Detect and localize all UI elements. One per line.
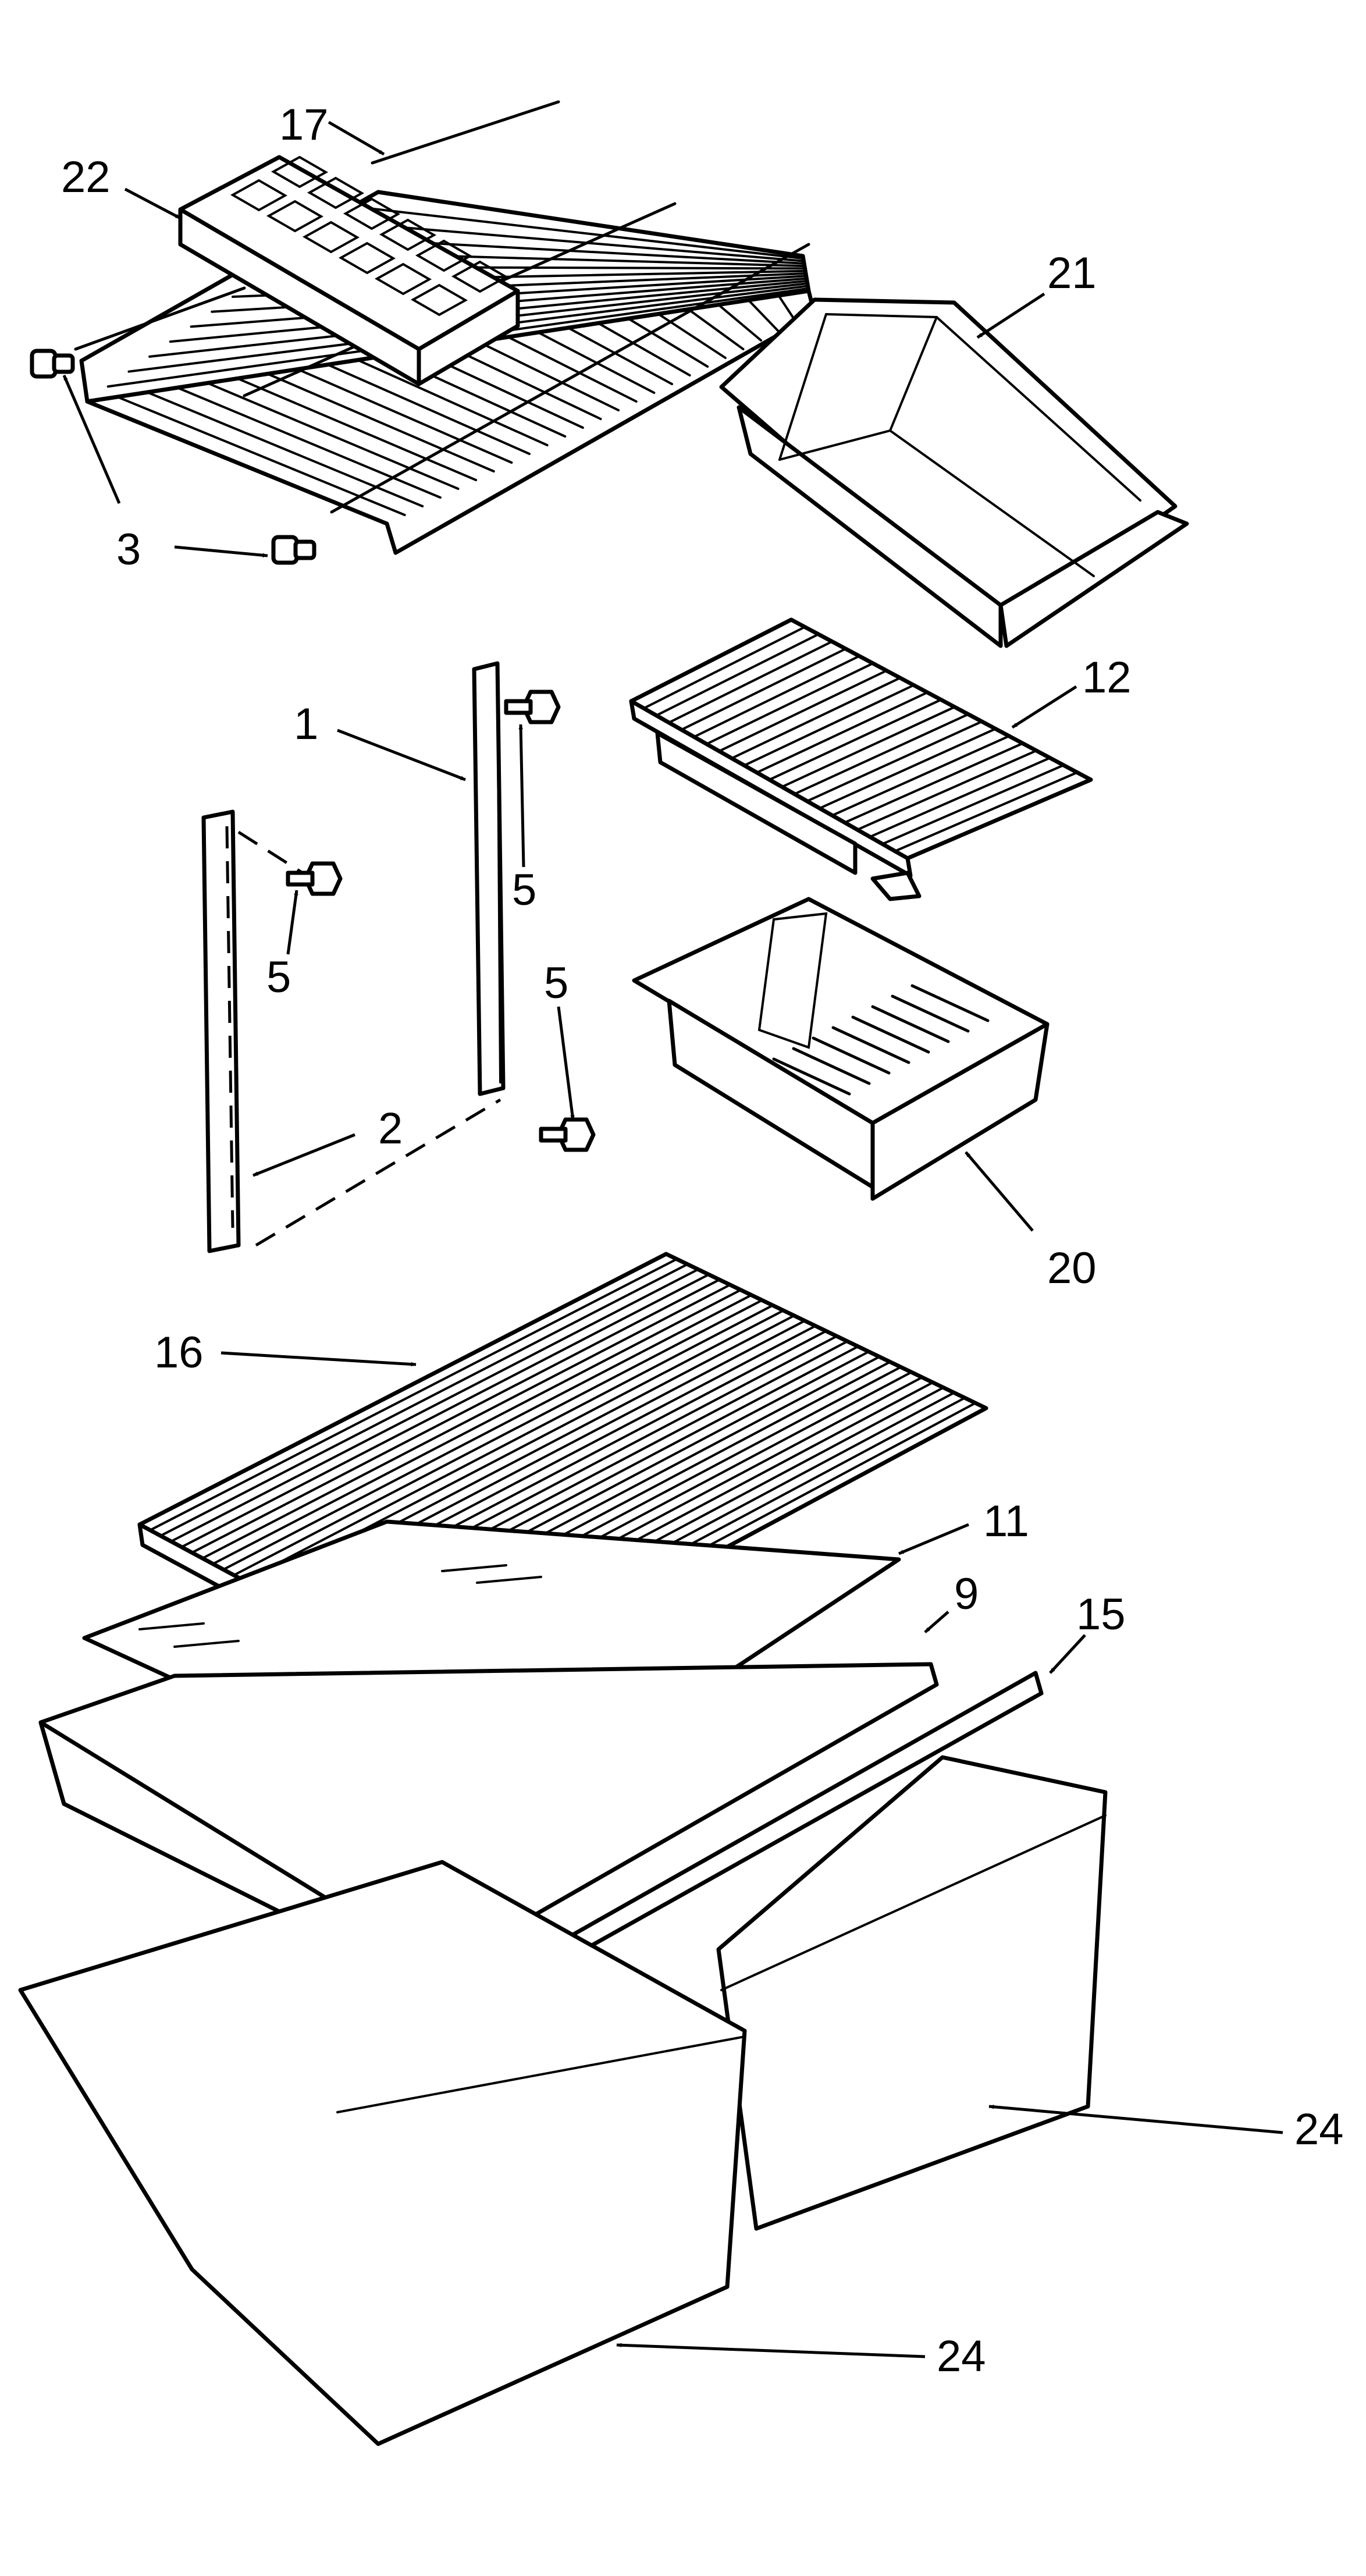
part-12-crisper-cover [629,617,1093,901]
callout-1: 1 [294,699,318,749]
part-3-shelf-studs [30,349,316,565]
callout-22: 22 [61,152,111,202]
callout-leaders [62,120,1283,2358]
part-5-screws [286,690,596,1152]
callout-17: 17 [279,100,329,150]
callout-11: 11 [983,1497,1029,1546]
part-24-crisper-drawer-left [18,1860,747,2446]
part-24-crisper-drawer-right [716,1755,1108,2231]
part-20-drawer [632,897,1050,1201]
callout-3: 3 [116,525,141,574]
callout-9: 9 [954,1569,979,1619]
callout-5b: 5 [266,953,291,1002]
part-2-rail [201,809,241,1253]
callout-2: 2 [378,1104,403,1153]
callout-5c: 5 [544,958,568,1008]
callout-labels: 17 22 3 21 12 1 5 5 5 2 20 16 11 9 15 24… [61,100,1344,2381]
part-21-bin [719,297,1189,648]
callout-21: 21 [1047,248,1097,298]
callout-24b: 24 [937,2332,986,2381]
callout-15: 15 [1076,1590,1126,1639]
callout-12: 12 [1082,653,1132,702]
part-22-ice-tray [178,155,520,386]
callout-24a: 24 [1294,2105,1344,2154]
callout-5a: 5 [512,865,536,915]
part-1-rail [472,661,506,1096]
screw-alignment-line [237,830,304,875]
callout-16: 16 [154,1328,204,1377]
callout-20: 20 [1047,1243,1097,1293]
rail-alignment-line [255,1098,501,1247]
